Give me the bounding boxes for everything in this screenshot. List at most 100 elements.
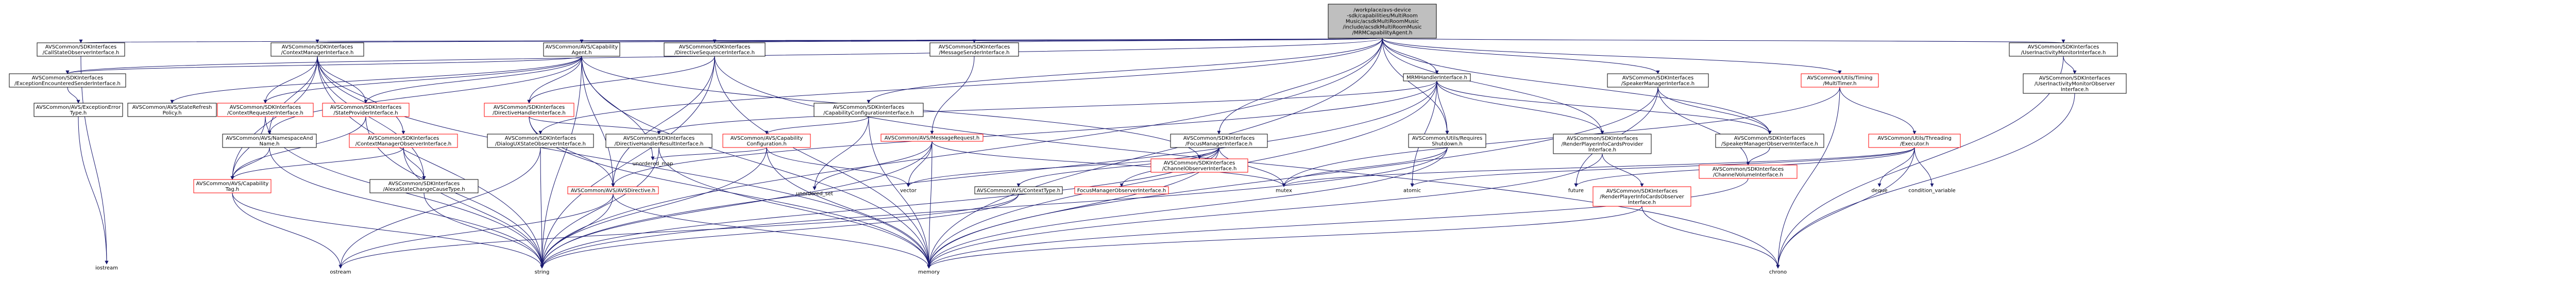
edge-spkmgr-to-spkmgrobs [1657,87,1772,135]
edge-capagent-to-dirhandler [527,56,582,104]
node-renderobs[interactable]: AVSCommon/SDKInterfaces/RenderPlayerInfo… [1592,186,1691,207]
node-label-line: /ChannelVolumeInterface.h [1713,172,1783,178]
node-chanobs[interactable]: AVSCommon/SDKInterfaces/ChannelObserverI… [1150,158,1248,173]
node-label-line: AVSCommon/SDKInterfaces [368,136,439,141]
edge-dirhandres-to-memory [658,147,931,269]
node-unordset: unordered_set [796,191,833,197]
edge-threadexec-to-atomic [1410,147,1915,187]
node-dirhandler[interactable]: AVSCommon/SDKInterfaces/DirectiveHandler… [484,103,574,117]
node-label-line: AVSCommon/AVS/MessageRequest.h [885,136,980,141]
node-box [2023,73,2127,94]
edge-chanvol-to-memory [927,178,1749,269]
node-renderprov[interactable]: AVSCommon/SDKInterfaces/RenderPlayerInfo… [1553,134,1652,154]
edge-capagent-to-memory [581,56,931,269]
edge-avscap-to-memory [766,147,931,269]
node-stateprov[interactable]: AVSCommon/SDKInterfaces/StateProviderInt… [322,103,410,117]
node-dirhandres[interactable]: AVSCommon/SDKInterfaces/DirectiveHandler… [605,134,713,148]
node-label-line: AVSCommon/SDKInterfaces [1164,160,1235,166]
node-label-line: /DirectiveHandlerInterface.h [493,110,566,116]
edge-spkmgr-to-memory [927,87,1658,269]
node-useractobs[interactable]: AVSCommon/SDKInterfaces/UserInactivityMo… [2023,73,2127,94]
node-label-line: mutex [1276,188,1292,194]
node-box [37,42,125,57]
node-capconfig_if[interactable]: AVSCommon/SDKInterfaces/CapabilityConfig… [814,103,924,117]
node-ctxmgrobs[interactable]: AVSCommon/SDKInterfaces/ContextManagerOb… [349,134,458,148]
node-dlgux[interactable]: AVSCommon/SDKInterfaces/DialogUXStateObs… [487,134,594,148]
edge-ctxreq-to-captag [230,116,266,180]
node-label-line: AVSCommon/SDKInterfaces [939,44,1010,50]
node-box [567,186,659,194]
node-threadexec[interactable]: AVSCommon/Utils/Threading/Executor.h [1868,134,1961,148]
node-mrmhandler[interactable]: MRMHandlerInterface.h [1403,73,1471,81]
node-avsdir[interactable]: AVSCommon/AVS/AVSDirective.h [567,186,659,194]
node-spkmgrobs[interactable]: AVSCommon/SDKInterfaces/SpeakerManagerOb… [1715,134,1824,148]
node-label-line: AVSCommon/SDKInterfaces [1713,167,1784,172]
edge-mrmhandler-to-dirhandres [657,80,1437,135]
node-box [369,179,479,193]
node-label-line: AVSCommon/Utils/Threading [1877,136,1952,141]
edge-capagent-to-stateprov [364,56,582,104]
edge-threadexec-to-mutex [1282,147,1915,187]
edge-renderprov-to-renderobs [1602,153,1644,187]
node-msgreq[interactable]: AVSCommon/AVS/MessageRequest.h [880,134,984,142]
node-msgsender[interactable]: AVSCommon/SDKInterfaces/MessageSenderInt… [929,42,1019,57]
node-label-line: AVSCommon/AVS/Capability [546,44,618,50]
node-label-line: /MRMCapabilityAgent.h [1352,30,1413,36]
node-label-line: /Executor.h [1900,141,1929,147]
node-label-line: /DialogUXStateObserverInterface.h [495,141,586,147]
edge-dlgux-to-ostream [338,147,541,269]
node-box [722,134,811,148]
node-label-line: /RenderPlayerInfoCardsObserver [1600,194,1684,200]
edge-ctxmgr-to-alexastate [317,56,426,180]
node-label-line: AVSCommon/SDKInterfaces [1606,189,1677,194]
node-alexastate[interactable]: AVSCommon/SDKInterfaces/AlexaStateChange… [369,179,479,193]
node-callstate[interactable]: AVSCommon/SDKInterfaces/CallStateObserve… [37,42,125,57]
node-focusmgr[interactable]: AVSCommon/SDKInterfaces/FocusManagerInte… [1170,134,1268,148]
node-label-line: Interface.h [2061,87,2089,93]
edge-capconfig_if-to-unordset [812,116,869,190]
edge-dirhandler-to-avsdir [529,116,615,187]
edge-timer-to-chrono [1776,87,1840,269]
node-ctxmgr[interactable]: AVSCommon/SDKInterfaces/ContextManagerIn… [270,42,364,57]
node-ctxreq[interactable]: AVSCommon/SDKInterfaces/ContextRequester… [217,103,314,117]
node-ctxtype[interactable]: AVSCommon/AVS/ContextType.h [974,186,1063,194]
node-root[interactable]: /workplace/avs-device-sdk/capabilities/M… [1328,4,1437,39]
node-label-line: /SpeakerManagerInterface.h [1621,81,1694,87]
edge-mrmhandler-to-spkmgrobs [1436,80,1772,135]
edge-alexastate-to-string [423,192,544,269]
node-avscap[interactable]: AVSCommon/AVS/CapabilityConfiguration.h [722,134,811,148]
edge-renderobs-to-chrono [1641,206,1780,269]
node-unordmap: unordered_map [633,161,673,167]
node-spkmgr[interactable]: AVSCommon/SDKInterfaces/SpeakerManagerIn… [1607,73,1709,88]
node-timer[interactable]: AVSCommon/Utils/Timing/MultiTimer.h [1801,73,1879,88]
edge-ctxmgrobs-to-alexastate [403,147,426,180]
node-label-line: /CapabilityConfigurationInterface.h [823,110,914,116]
edge-ctxmgrobs-to-captag [230,147,404,180]
edge-dirseq-to-dirhandler [527,56,715,104]
node-box [322,103,410,117]
node-chanvol[interactable]: AVSCommon/SDKInterfaces/ChannelVolumeInt… [1699,165,1798,179]
edge-capagent-to-string [540,56,582,269]
node-label-line: future [1568,188,1584,194]
node-label-line: AVSCommon/AVS/Capability [196,181,269,187]
node-label-line: AVSCommon/AVS/ExceptionError [36,105,121,110]
node-condvar: condition_variable [1908,188,1956,194]
node-capagent[interactable]: AVSCommon/AVS/CapabilityAgent.h [543,42,620,57]
edge-msgreq-to-string [540,141,933,269]
node-future: future [1568,188,1584,194]
edge-ctxmgr-to-string [317,56,544,269]
node-dirseq[interactable]: AVSCommon/SDKInterfaces/DirectiveSequenc… [664,42,766,57]
node-label-line: atomic [1403,188,1421,194]
node-focusobs[interactable]: FocusManagerObserverInterface.h [1074,186,1169,194]
node-box [543,42,620,57]
node-label-line: FocusManagerObserverInterface.h [1077,188,1166,194]
node-excenc[interactable]: AVSCommon/SDKInterfaces/ExceptionEncount… [9,73,126,88]
node-useract[interactable]: AVSCommon/SDKInterfaces/UserInactivityMo… [2009,42,2118,57]
node-label-line: Music/acsdkMultiRoomMusic [1346,19,1419,25]
edge-spkmgrobs-to-chanvol [1746,147,1770,166]
